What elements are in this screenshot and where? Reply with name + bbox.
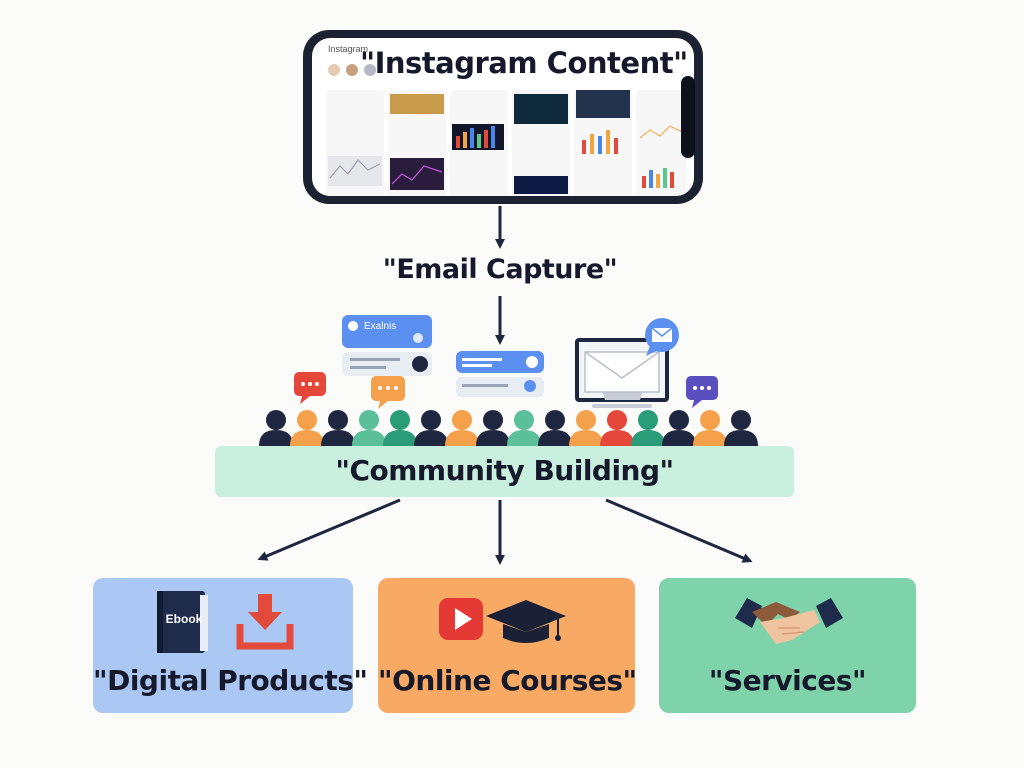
community-building-bar xyxy=(215,446,794,497)
person-icon xyxy=(445,410,479,446)
person-icon xyxy=(259,410,293,446)
person-icon xyxy=(383,410,417,446)
services-label: "Services" xyxy=(708,664,867,697)
phone-screen: Instagram xyxy=(312,38,694,196)
handshake-icon xyxy=(735,598,843,644)
person-icon xyxy=(321,410,355,446)
person-icon xyxy=(507,410,541,446)
email-card-title: Exalnis xyxy=(364,321,397,332)
mail-notification-icon xyxy=(645,318,679,356)
online-courses-label: "Online Courses" xyxy=(378,664,637,697)
play-icon xyxy=(439,598,483,640)
person-icon xyxy=(600,410,634,446)
person-icon xyxy=(693,410,727,446)
person-icon xyxy=(476,410,510,446)
person-icon xyxy=(569,410,603,446)
message-card-blue xyxy=(456,351,544,373)
feed-thumbnails xyxy=(328,90,683,194)
chat-bubble-icon xyxy=(686,376,718,408)
digital-products-label: "Digital Products" xyxy=(93,664,368,697)
person-icon xyxy=(352,410,386,446)
chat-bubble-icon xyxy=(371,376,405,409)
person-icon xyxy=(724,410,758,446)
person-icon xyxy=(631,410,665,446)
graduation-cap-icon xyxy=(486,600,566,643)
email-capture-label: "Email Capture" xyxy=(382,254,618,285)
envelope-icon xyxy=(584,351,660,393)
arrow-community-to-digital xyxy=(257,498,401,561)
online-courses-box xyxy=(378,578,635,713)
services-box xyxy=(659,578,916,713)
chat-bubble-icon xyxy=(294,372,326,404)
community-building-label: "Community Building" xyxy=(335,454,674,487)
digital-products-box xyxy=(93,578,353,713)
instagram-content-label: "Instagram Content" xyxy=(360,46,688,80)
person-icon xyxy=(290,410,324,446)
arrow-community-to-services xyxy=(605,498,753,563)
app-name: Instagram xyxy=(328,44,369,54)
phone-camera xyxy=(681,76,695,158)
ebook-label: Ebook xyxy=(165,612,203,626)
book-icon xyxy=(157,591,208,653)
person-icon xyxy=(538,410,572,446)
person-icon xyxy=(662,410,696,446)
download-icon xyxy=(236,594,294,650)
person-icon xyxy=(414,410,448,446)
